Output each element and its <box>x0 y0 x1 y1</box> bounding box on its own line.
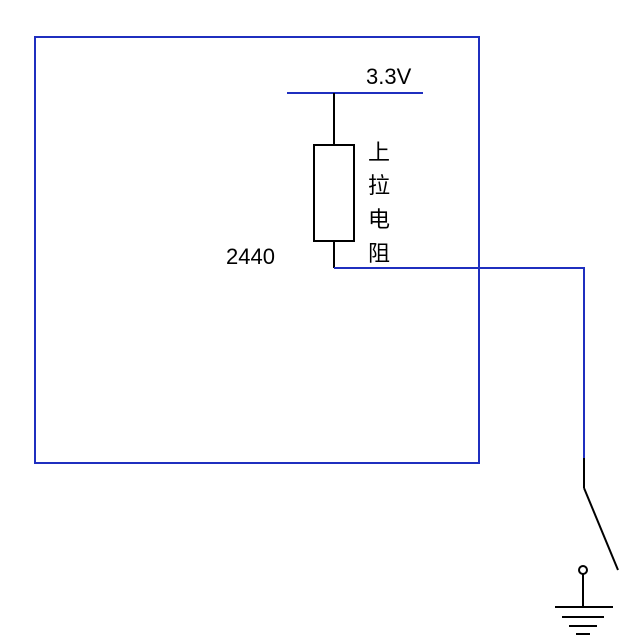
switch-blade <box>583 487 619 571</box>
signal-wire <box>334 267 585 458</box>
pull-up-resistor <box>313 144 355 242</box>
resistor-label-char-2: 拉 <box>368 174 390 199</box>
supply-voltage-label: 3.3V <box>366 64 412 89</box>
ground-icon <box>555 606 613 635</box>
chip-outline <box>34 36 480 464</box>
resistor-label-char-1: 上 <box>368 141 390 166</box>
resistor-label-char-3: 电 <box>368 208 390 233</box>
chip-label: 2440 <box>226 244 275 269</box>
switch-contact <box>578 565 588 575</box>
resistor-label-char-4: 阻 <box>368 242 390 267</box>
